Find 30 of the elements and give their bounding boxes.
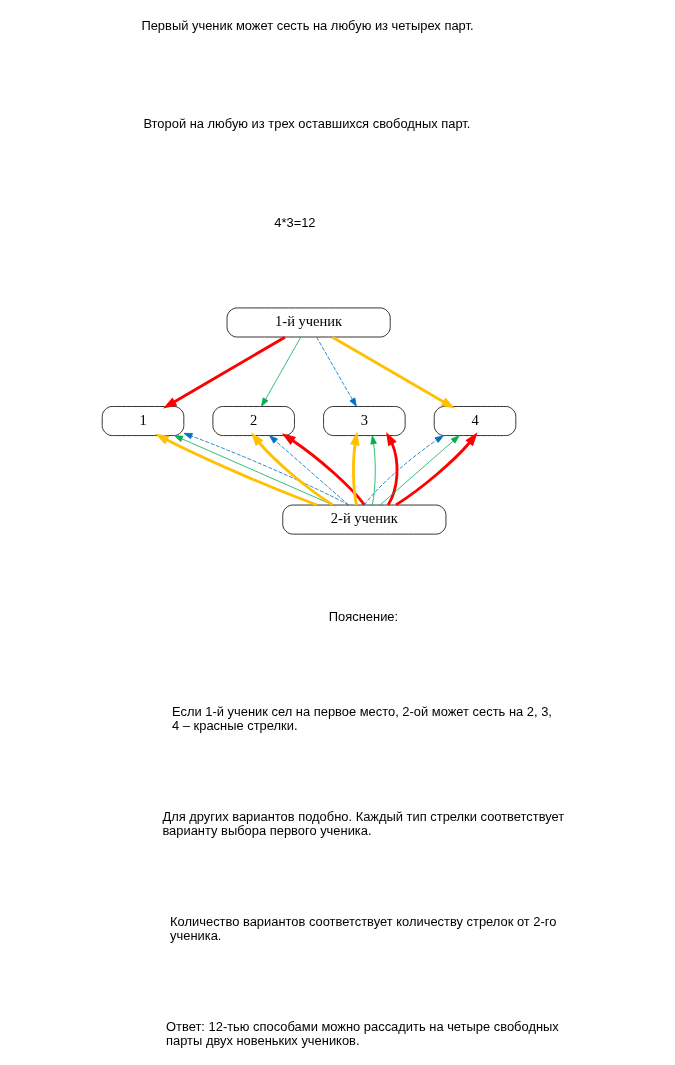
arrow — [155, 433, 318, 507]
arrow — [251, 432, 334, 507]
node-box: 3 — [323, 406, 406, 436]
arrow — [386, 431, 399, 506]
label: 4*3=12 — [274, 214, 316, 230]
label: Если 1-й ученик сел на первое место, 2-ой может сесть на 2, 3, 4 – красные стрелки. — [172, 703, 552, 734]
node-box: 4 — [433, 406, 517, 436]
node-box: 2-й ученик — [282, 504, 447, 535]
label: Пояснение: — [328, 609, 399, 625]
node-box: 1 — [101, 406, 185, 436]
node-box: 2 — [212, 406, 295, 436]
label: Ответ: 12-тью способами можно рассадить на четыре свободных парты двух новеньких учеников. — [166, 1018, 559, 1049]
arrow — [316, 336, 357, 407]
arrow — [395, 432, 478, 507]
label: Для других вариантов подобно. Каждый тип стрелки соответствует варианту выбора первого ученика. — [162, 808, 565, 839]
arrow — [350, 431, 360, 506]
label: Количество вариантов соответствует количеству стрелок от 2-го ученика. — [170, 913, 557, 944]
arrow — [370, 435, 377, 506]
arrow — [331, 335, 455, 409]
label: Второй на любую из трех оставшихся свободных парт. — [143, 116, 471, 132]
arrow — [281, 433, 366, 506]
label: Первый ученик может сесть на любую из четырех парт. — [141, 17, 474, 33]
arrow — [379, 435, 460, 506]
arrow — [174, 435, 334, 506]
arrow — [363, 435, 444, 506]
node-box: 1-й ученик — [226, 307, 391, 338]
arrow — [269, 435, 349, 506]
arrow — [183, 432, 349, 506]
arrow — [163, 335, 286, 409]
arrow — [261, 336, 302, 407]
